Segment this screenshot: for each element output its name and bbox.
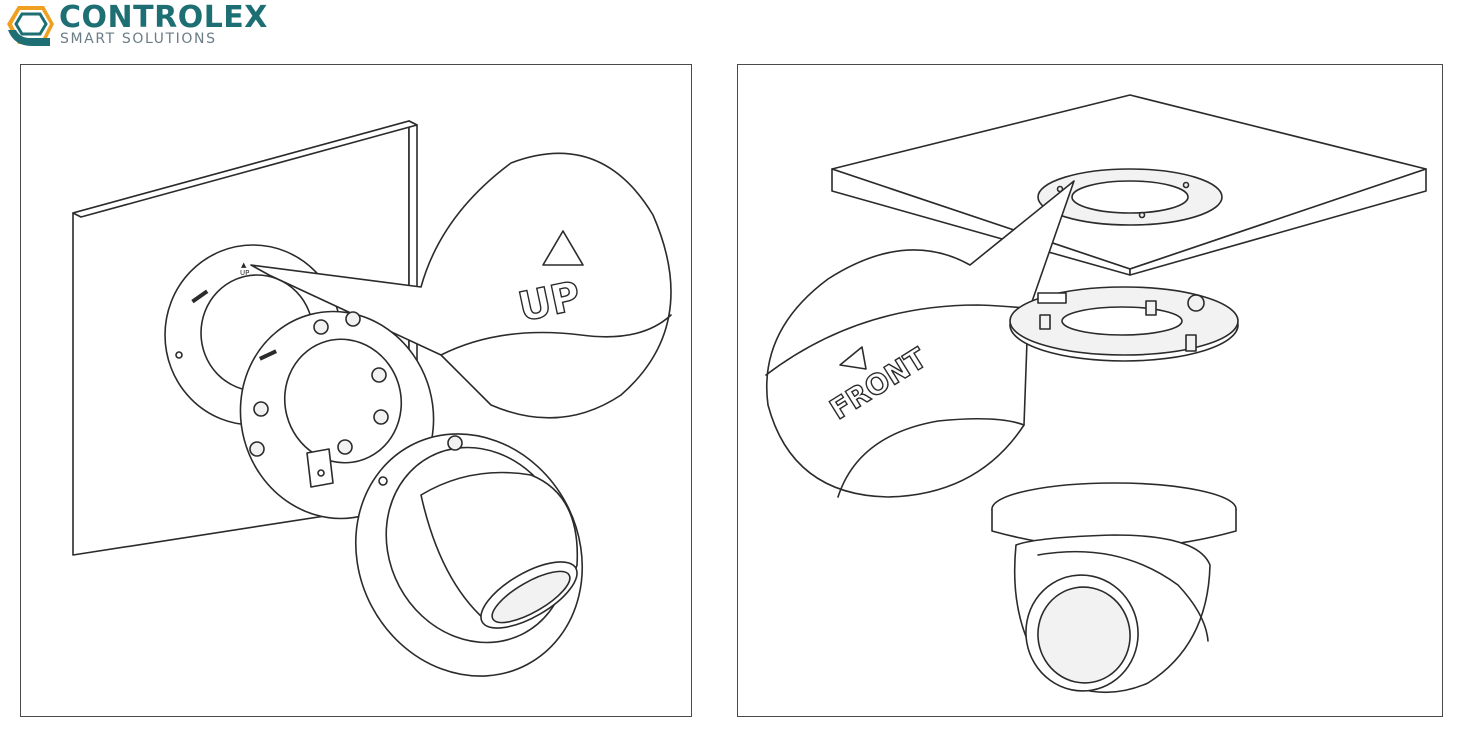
brand-name: CONTROLEX [59, 0, 268, 35]
ring-up-mark: UP [240, 269, 249, 277]
brand-tagline: SMART SOLUTIONS [60, 31, 217, 47]
logo-mark-icon [7, 6, 54, 46]
ceiling-bracket [1009, 286, 1239, 362]
wall-mount-illustration: ▲ UP UP [72, 120, 672, 677]
ceiling-slab [831, 94, 1427, 276]
ceiling-mount-illustration: FRONT [765, 94, 1427, 694]
svg-text:▲: ▲ [241, 261, 247, 269]
ceiling-mount-diagram: FRONT [737, 64, 1443, 717]
dome-camera [354, 433, 584, 677]
wall-mount-diagram: ▲ UP UP [20, 64, 692, 717]
dome-camera [991, 482, 1237, 694]
up-marker-callout: UP [250, 152, 672, 419]
brand-logo: CONTROLEX SMART SOLUTIONS [4, 2, 267, 50]
front-marker-callout: FRONT [765, 180, 1075, 498]
